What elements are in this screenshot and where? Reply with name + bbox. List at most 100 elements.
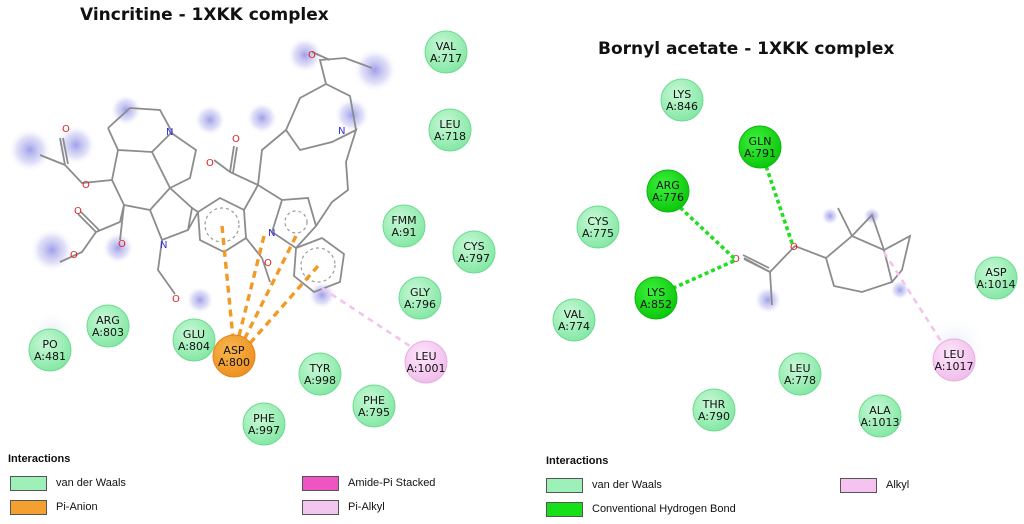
residue-name: LEU — [415, 350, 436, 363]
residue-disk — [86, 304, 130, 348]
residue-number: A:804 — [178, 340, 210, 353]
residue-name: ARG — [656, 179, 680, 192]
atom-o: O — [82, 180, 90, 191]
residue-name: ASP — [223, 344, 245, 357]
residue-disk — [974, 256, 1018, 300]
legend-swatch — [302, 500, 339, 515]
residue-number: A:800 — [218, 356, 250, 369]
residue-name: CYS — [463, 240, 484, 253]
residue-disk — [738, 125, 782, 169]
legend-swatch — [840, 478, 877, 493]
residue-disk — [242, 402, 286, 446]
residue-disk — [298, 352, 342, 396]
residue-disk — [660, 78, 704, 122]
residue-nodes: VALA:717LEUA:718FMMA:91CYSA:797GLYA:796L… — [28, 30, 1018, 446]
legend-label: Conventional Hydrogen Bond — [592, 503, 736, 515]
residue-name: GLN — [749, 135, 772, 148]
residue-name: ALA — [869, 404, 891, 417]
atom-n: N — [268, 228, 275, 239]
legend-swatch — [302, 476, 339, 491]
atom-o: O — [74, 206, 82, 217]
left-interactions — [220, 225, 423, 356]
residue-number: A:998 — [304, 374, 336, 387]
atom-o: O — [308, 50, 316, 61]
legend-label: Pi-Alkyl — [348, 501, 385, 513]
legend-swatch — [546, 478, 583, 493]
legend-label: van der Waals — [592, 479, 662, 491]
residue-po481: POA:481 — [28, 328, 72, 372]
residue-name: VAL — [564, 308, 585, 321]
right-atom-labels: O O — [732, 242, 798, 265]
residue-disk — [404, 340, 448, 384]
residue-disk — [382, 204, 426, 248]
left-panel-title: Vincritine - 1XKK complex — [80, 5, 329, 25]
legend-swatch — [10, 476, 47, 491]
residue-name: TYR — [308, 362, 330, 375]
residue-disk — [576, 205, 620, 249]
residue-disk — [692, 388, 736, 432]
residue-disk — [552, 298, 596, 342]
bornyl-acetate-structure — [742, 207, 912, 306]
residue-number: A:774 — [558, 320, 590, 333]
residue-number: A:1014 — [976, 278, 1015, 291]
residue-name: LEU — [943, 348, 964, 361]
residue-name: LEU — [789, 362, 810, 375]
atom-o: O — [70, 250, 78, 261]
residue-number: A:852 — [640, 298, 672, 311]
residue-number: A:797 — [458, 252, 490, 265]
residue-disk — [778, 352, 822, 396]
residue-name: PHE — [253, 412, 275, 425]
legend-label: van der Waals — [56, 477, 126, 489]
atom-o: O — [62, 124, 70, 135]
residue-name: GLY — [410, 286, 430, 299]
residue-disk — [28, 328, 72, 372]
right-legend-title: Interactions — [546, 455, 609, 467]
residue-disk — [452, 230, 496, 274]
residue-number: A:776 — [652, 191, 684, 204]
residue-number: A:718 — [434, 130, 466, 143]
residue-number: A:481 — [34, 350, 66, 363]
residue-disk — [858, 394, 902, 438]
residue-number: A:795 — [358, 406, 390, 419]
residue-disk — [646, 169, 690, 213]
vincristine-structure — [39, 51, 373, 295]
residue-number: A:796 — [404, 298, 436, 311]
residue-number: A:1001 — [406, 362, 445, 375]
residue-disk — [398, 276, 442, 320]
atom-o: O — [172, 294, 180, 305]
residue-name: THR — [702, 398, 726, 411]
residue-disk — [352, 384, 396, 428]
residue-name: LYS — [647, 286, 665, 299]
right-panel-title: Bornyl acetate - 1XKK complex — [598, 39, 894, 59]
residue-number: A:791 — [744, 147, 776, 160]
left-solvent-halos — [8, 37, 397, 361]
residue-disk — [932, 338, 976, 382]
atom-n: N — [160, 240, 167, 251]
atom-o: O — [732, 254, 740, 265]
residue-number: A:91 — [391, 226, 416, 239]
residue-name: ASP — [985, 266, 1007, 279]
residue-name: FMM — [391, 214, 416, 227]
residue-number: A:775 — [582, 227, 614, 240]
legend-swatch — [10, 500, 47, 515]
residue-number: A:997 — [248, 424, 280, 437]
residue-name: ARG — [96, 314, 120, 327]
residue-disk — [428, 108, 472, 152]
residue-number: A:1013 — [860, 416, 899, 429]
residue-name: VAL — [436, 40, 457, 53]
legend-label: Alkyl — [886, 479, 910, 491]
